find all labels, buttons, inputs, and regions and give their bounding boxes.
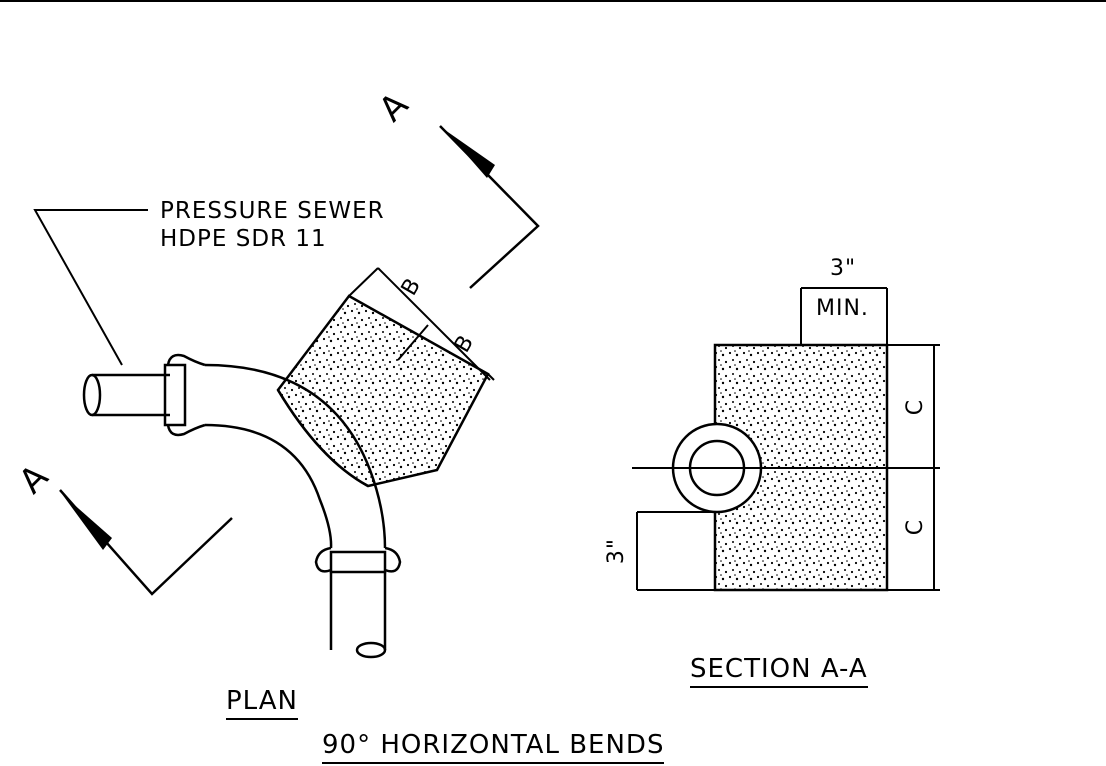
section-label: SECTION A-A xyxy=(690,656,868,688)
drawing-title: 90° HORIZONTAL BENDS xyxy=(322,732,665,764)
dim-min: MIN. xyxy=(816,296,869,321)
coupling-left xyxy=(163,363,187,427)
bend-inner xyxy=(204,423,333,549)
vertical-pipe xyxy=(329,572,387,650)
section-cut-arrow-bottom xyxy=(59,489,233,596)
plan-view xyxy=(82,353,402,659)
coupling-bottom xyxy=(329,550,387,574)
dim-c-lower: C xyxy=(903,518,929,536)
section-cut-arrow-top xyxy=(439,125,540,289)
callout-line-1: PRESSURE SEWER xyxy=(160,198,385,224)
bell-bottom xyxy=(314,546,402,573)
dim-c-upper: C xyxy=(903,398,929,416)
callout-leader xyxy=(33,209,148,366)
b-dimension-lines xyxy=(348,267,495,381)
horizontal-pipe xyxy=(92,373,170,417)
plan-label: PLAN xyxy=(226,688,298,720)
dim-three-inch-left: 3" xyxy=(604,537,630,565)
section-view xyxy=(632,287,940,592)
dim-three-inch-top: 3" xyxy=(830,256,857,281)
arrowhead-bottom xyxy=(62,494,112,550)
arrowhead-top xyxy=(445,130,495,178)
pipe-end-bottom xyxy=(355,641,387,659)
callout-line-2: HDPE SDR 11 xyxy=(160,226,327,252)
thrust-block-plan xyxy=(276,294,490,488)
bell-left xyxy=(166,353,206,437)
section-dimension-lines xyxy=(632,287,940,591)
pipe-end-left xyxy=(82,373,102,417)
